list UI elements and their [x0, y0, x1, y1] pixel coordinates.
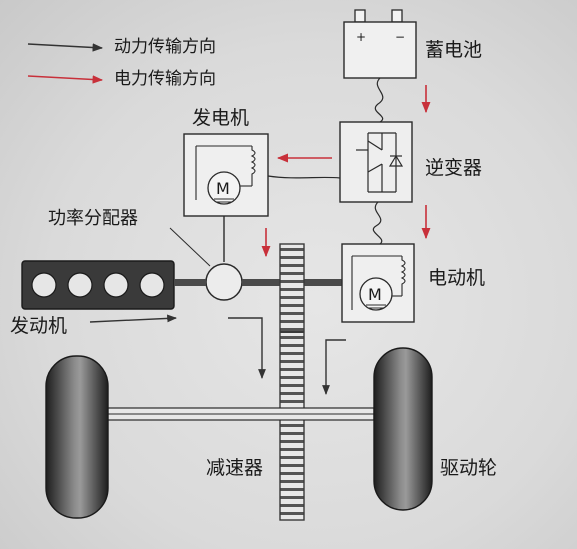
battery-label: 蓄电池 — [425, 39, 482, 61]
mechanical-arrow-motor-reducer — [322, 339, 346, 395]
engine-cylinder — [31, 272, 57, 298]
legend-mechanical-label: 动力传输方向 — [114, 37, 216, 57]
inverter-box — [339, 121, 413, 203]
engine-cylinder — [67, 272, 93, 298]
drive-wheel — [373, 347, 433, 511]
motor-label: 电动机 — [428, 267, 485, 289]
generator-label: 发电机 — [192, 107, 249, 129]
motor-m-text: M — [368, 285, 382, 304]
wire-battery-inverter — [374, 77, 384, 123]
engine — [21, 260, 175, 310]
legend-mechanical-arrow — [27, 43, 104, 52]
mechanical-arrow-splitter-reducer — [228, 317, 266, 379]
reducer-label: 减速器 — [206, 457, 263, 479]
reducer-gear — [279, 243, 305, 521]
engine-cylinder — [103, 272, 129, 298]
motor-symbol — [359, 277, 393, 311]
generator-motor-symbol — [207, 171, 241, 205]
wire-inverter-motor — [372, 201, 383, 245]
engine-cylinder — [139, 272, 165, 298]
power-split-device — [205, 263, 243, 301]
legend-electrical-arrow — [27, 75, 104, 84]
mechanical-arrow-engine — [89, 314, 177, 323]
generator-m-text: M — [216, 179, 230, 198]
motor: M — [341, 243, 415, 323]
battery-box — [343, 21, 417, 79]
wire-inverter-generator — [267, 175, 341, 179]
generator: M — [183, 133, 269, 217]
drive-wheel-label: 驱动轮 — [440, 457, 497, 479]
engine-shaft — [174, 279, 206, 286]
wheel-left — [45, 355, 109, 519]
power-split-label: 功率分配器 — [48, 208, 138, 229]
battery: + − — [343, 9, 417, 79]
inverter-label: 逆变器 — [425, 157, 482, 179]
power-split-leader — [169, 227, 211, 267]
battery-minus-sign: − — [395, 30, 405, 44]
legend-electrical-label: 电力传输方向 — [114, 69, 216, 89]
legend: 动力传输方向 电力传输方向 — [27, 37, 216, 89]
inverter — [339, 121, 413, 203]
engine-label: 发动机 — [10, 315, 67, 337]
battery-plus-sign: + — [356, 30, 366, 44]
